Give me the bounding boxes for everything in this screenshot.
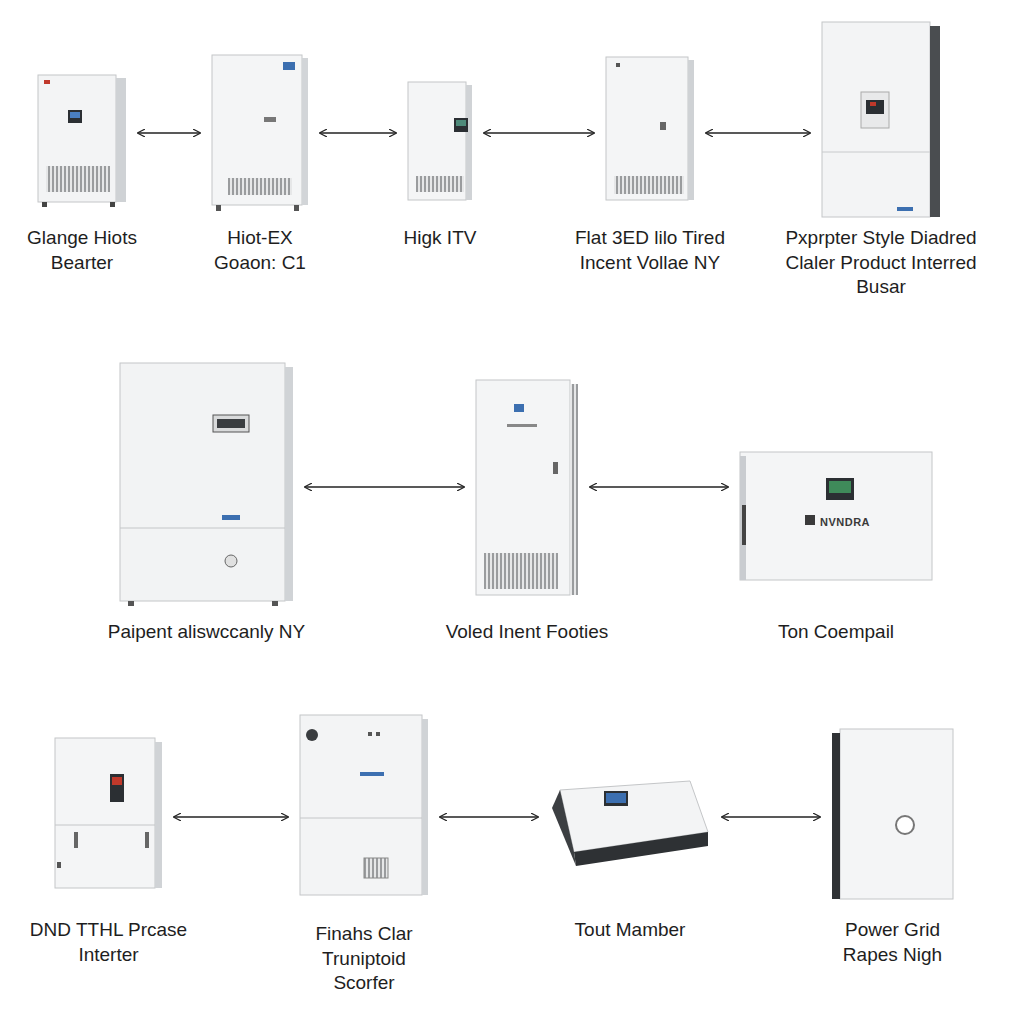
equipment-node: NVNDRATon Coempail xyxy=(740,452,932,580)
product-caption: Paipent aliswccanly NY xyxy=(108,621,305,642)
equipment-node: Pxprpter Style Diadred Claler Product In… xyxy=(822,22,940,217)
equipment-node: Voled Inent Footies xyxy=(476,380,578,595)
product-caption-box: Flat 3ED lilo Tired Incent Vollae NY xyxy=(558,226,743,275)
equipment-node: DND TTHL Prcase Interter xyxy=(55,738,162,890)
cabinet-illustration xyxy=(740,452,932,580)
product-caption-box: Glange Hiots Bearter xyxy=(12,226,152,275)
product-caption-box: Tout Mamber xyxy=(560,918,700,943)
double-arrow xyxy=(706,132,810,134)
equipment-node: Power Grid Rapes Nigh xyxy=(832,729,953,899)
brand-logo-text: NVNDRA xyxy=(820,516,870,528)
equipment-node: Finahs Clar Truniptoid Scorfer xyxy=(300,715,428,897)
double-arrow xyxy=(440,816,538,818)
equipment-node: Glange Hiots Bearter xyxy=(38,75,126,205)
panel-illustration xyxy=(832,729,953,899)
product-caption: Power Grid Rapes Nigh xyxy=(843,919,942,965)
product-caption: DND TTHL Prcase Interter xyxy=(30,919,187,965)
double-arrow xyxy=(722,816,820,818)
double-arrow xyxy=(138,132,200,134)
equipment-node: Flat 3ED lilo Tired Incent Vollae NY xyxy=(606,57,694,200)
equipment-node: Hiot-EX Goaon: C1 xyxy=(212,55,308,210)
product-caption-box: Pxprpter Style Diadred Claler Product In… xyxy=(769,226,994,300)
equipment-node: Paipent aliswccanly NY xyxy=(120,363,293,603)
product-caption-box: Paipent aliswccanly NY xyxy=(107,620,307,645)
product-caption-box: Higk ITV xyxy=(370,226,510,251)
product-caption-box: Finahs Clar Truniptoid Scorfer xyxy=(289,922,439,996)
product-caption-box: DND TTHL Prcase Interter xyxy=(29,918,189,967)
cabinet-illustration xyxy=(212,55,308,211)
product-caption: Pxprpter Style Diadred Claler Product In… xyxy=(785,227,976,297)
cabinet-illustration xyxy=(606,57,694,200)
product-caption: Hiot-EX Goaon: C1 xyxy=(214,227,306,273)
double-arrow xyxy=(484,132,594,134)
product-caption: Voled Inent Footies xyxy=(446,621,609,642)
product-caption: Finahs Clar Truniptoid Scorfer xyxy=(315,923,412,993)
cabinet-illustration xyxy=(408,82,472,200)
cabinet-illustration xyxy=(38,75,126,207)
equipment-node: Tout Mamber xyxy=(550,780,710,870)
cabinet-illustration xyxy=(822,22,940,217)
product-caption: Higk ITV xyxy=(404,227,477,248)
cabinet-illustration xyxy=(476,380,578,595)
product-caption-box: Ton Coempail xyxy=(736,620,936,645)
double-arrow xyxy=(320,132,396,134)
product-caption-box: Voled Inent Footies xyxy=(417,620,637,645)
cabinet-illustration xyxy=(55,738,162,888)
product-caption: Flat 3ED lilo Tired Incent Vollae NY xyxy=(575,227,725,273)
flat-unit-illustration xyxy=(552,781,708,866)
product-caption: Tout Mamber xyxy=(575,919,686,940)
equipment-node: Higk ITV xyxy=(408,82,472,202)
product-caption: Glange Hiots Bearter xyxy=(27,227,137,273)
cabinet-illustration xyxy=(120,363,293,606)
product-caption-box: Hiot-EX Goaon: C1 xyxy=(204,226,316,275)
double-arrow xyxy=(305,486,464,488)
cabinet-illustration xyxy=(300,715,428,895)
double-arrow xyxy=(174,816,288,818)
double-arrow xyxy=(590,486,728,488)
product-caption-box: Power Grid Rapes Nigh xyxy=(818,918,968,967)
product-caption: Ton Coempail xyxy=(778,621,894,642)
